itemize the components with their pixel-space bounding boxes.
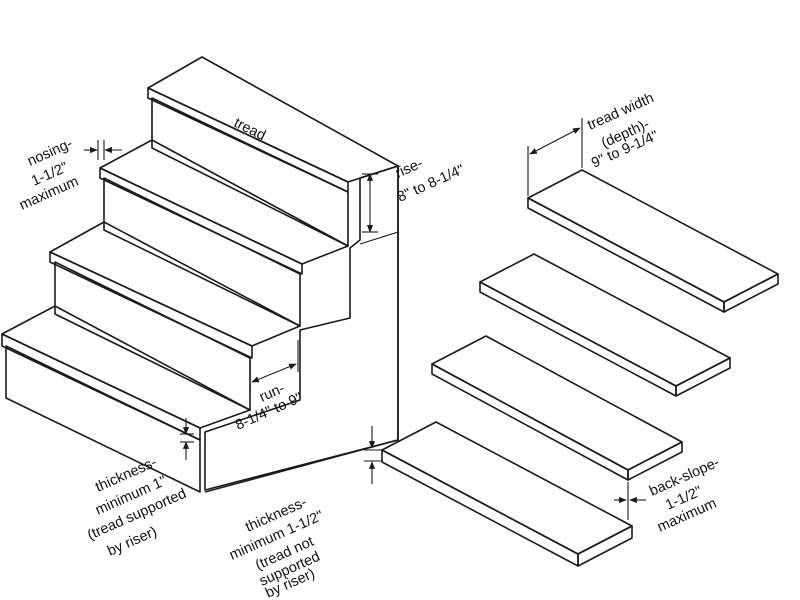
floating-tread-1-top	[527, 169, 779, 303]
tread-width-dimension	[527, 118, 583, 196]
thickness-supported-dimension	[180, 418, 194, 460]
floating-tread-4-top	[381, 421, 633, 555]
rise-label-1: rise-	[393, 156, 425, 182]
floating-tread-1-end	[723, 273, 779, 313]
floating-tread-4-end	[577, 525, 633, 567]
riser-face-1	[5, 345, 201, 493]
floating-tread-3-top	[431, 335, 683, 471]
floating-tread-4-edge	[381, 449, 579, 567]
floating-tread-2-end	[675, 357, 731, 397]
tread-top-4	[147, 56, 399, 183]
tread-top-1	[1, 305, 251, 429]
nosing-label-1: nosing-	[25, 136, 75, 170]
riser-face-3	[103, 177, 301, 327]
nosing-dimension	[84, 140, 122, 160]
run-dimension	[249, 340, 299, 392]
floating-tread-2-top	[479, 253, 731, 387]
rise-dimension	[362, 173, 378, 233]
tread-nosing-1	[1, 333, 201, 441]
thickness-not-supported-dimension	[364, 426, 382, 484]
floating-tread-3-edge	[431, 363, 629, 481]
floating-tread-3-end	[627, 441, 683, 481]
back-slope-dimension	[614, 482, 646, 520]
tread-top-2	[49, 221, 301, 347]
tread-nosing-3	[99, 167, 303, 275]
floating-tread-2-edge	[479, 281, 677, 397]
stair-assembly	[1, 56, 399, 493]
tread-nosing-2	[49, 251, 253, 359]
floating-treads	[381, 169, 779, 567]
stair-side-face	[204, 165, 399, 491]
floating-tread-1-edge	[527, 197, 725, 313]
